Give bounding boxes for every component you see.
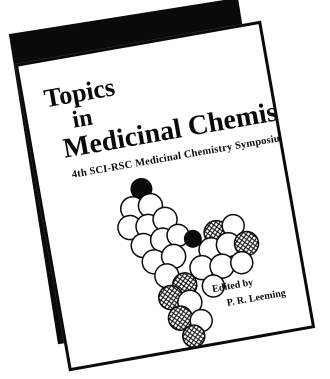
book-front-cover: Topics in Medicinal Chemistry 4th SCI-RS… [14, 20, 316, 372]
molecule-model-illustration [117, 177, 260, 348]
molecule-atom [201, 274, 226, 298]
molecule-atom-dark [183, 229, 202, 248]
molecule-atom [229, 250, 254, 275]
